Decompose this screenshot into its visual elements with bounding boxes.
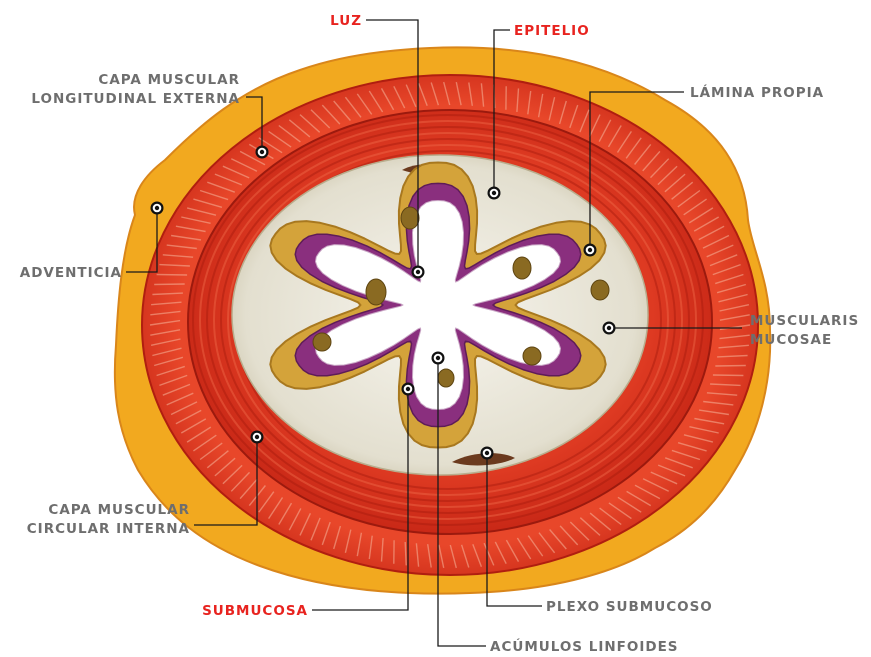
lymphoid-nodule [438,369,454,387]
label-capa-longitudinal-line1: CAPA MUSCULAR [98,72,240,88]
longitudinal-fiber [715,366,746,367]
dot-capa-circular [251,431,264,444]
label-epitelio: EPITELIO [514,23,590,39]
label-capa-longitudinal-line2: LONGITUDINAL EXTERNA [31,91,240,107]
label-capa-circular-line1: CAPA MUSCULAR [48,502,190,518]
label-lamina-propia: LÁMINA PROPIA [690,84,824,101]
dot-muscularis [603,322,616,335]
label-acumulos: ACÚMULOS LINFOIDES [490,637,679,655]
dot-luz [412,266,425,279]
lymphoid-nodule [591,280,609,300]
label-luz: LUZ [330,13,362,29]
label-muscularis-line1: MUSCULARIS [750,313,859,329]
lymphoid-nodule [523,347,541,365]
longitudinal-fiber [713,375,744,376]
dot-capa-longitudinal [256,146,269,159]
dot-lamina-propia [584,244,597,257]
dot-adventicia [151,202,164,215]
longitudinal-fiber [154,284,185,285]
label-capa-circular-line2: CIRCULAR INTERNA [27,521,190,537]
label-plexo: PLEXO SUBMUCOSO [546,599,713,615]
lymphoid-nodule [401,207,419,229]
dot-acumulos [432,352,445,365]
dot-epitelio [488,187,501,200]
dot-submucosa [402,383,415,396]
longitudinal-fiber [405,542,406,565]
label-adventicia: ADVENTICIA [20,265,122,281]
label-muscularis-line2: MUCOSAE [750,332,832,348]
label-submucosa: SUBMUCOSA [202,603,308,619]
dot-plexo [481,447,494,460]
lymphoid-nodule [513,257,531,279]
lymphoid-nodule [313,333,331,351]
longitudinal-fiber [157,275,188,276]
lymphoid-nodule [366,279,386,305]
